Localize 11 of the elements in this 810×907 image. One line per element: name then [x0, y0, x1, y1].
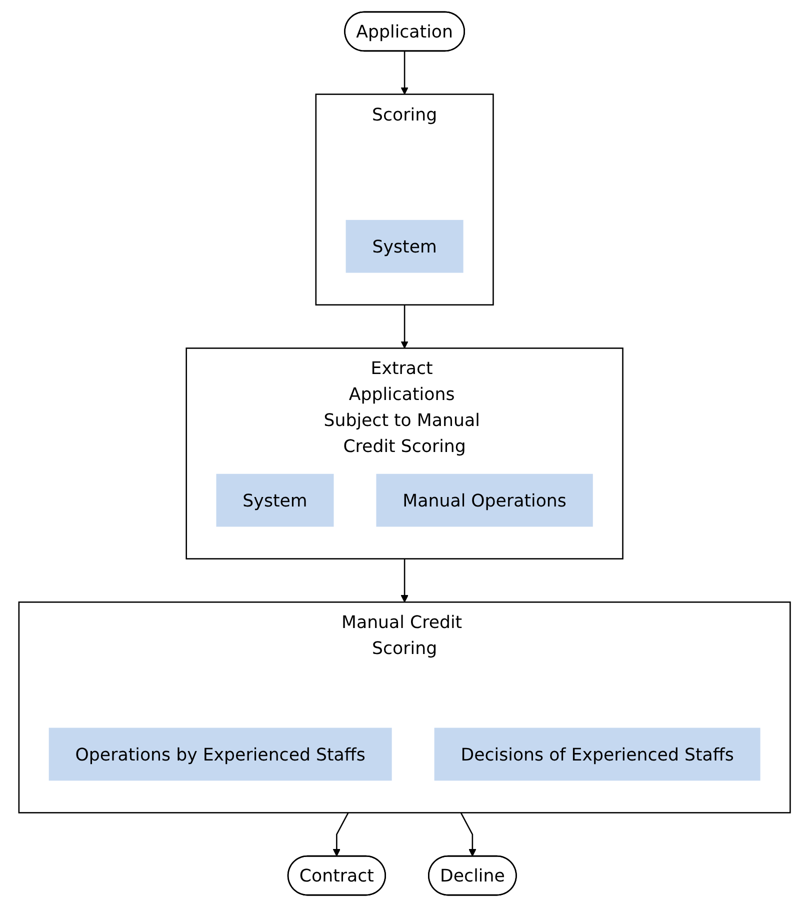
group-title: Scoring [372, 104, 438, 125]
process-box: Manual Operations [376, 474, 594, 527]
terminal-box: Decline [428, 855, 518, 896]
terminal-box: Contract [288, 855, 386, 896]
group-title: Extract Applications Subject to Manual Credit Scoring [324, 358, 480, 457]
process-box: System [346, 220, 464, 273]
process-box: System [216, 474, 334, 527]
process-box: Operations by Experienced Staffs [49, 728, 392, 781]
group-title: Manual Credit Scoring [342, 612, 463, 658]
terminal-box: Application [344, 11, 466, 52]
process-box: Decisions of Experienced Staffs [434, 728, 761, 781]
